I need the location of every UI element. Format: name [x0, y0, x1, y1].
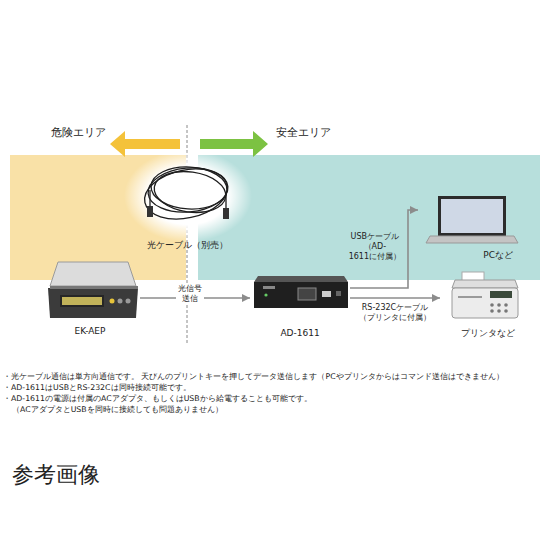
converter-item: AD-1611: [250, 270, 350, 340]
cable-arrow: [350, 297, 440, 299]
safe-area-fill: [198, 155, 540, 280]
note-text: ・AD-1611の電源は付属のACアダプタ、もしくはUSBから給電することも可能…: [3, 394, 312, 403]
device-name: AD-1611: [280, 328, 319, 339]
note-text: ・光ケーブル通信は単方向通信です。 天びんのプリントキーを押してデータ送信します…: [3, 372, 504, 381]
note-text: ・AD-1611はUSBとRS-232Cは同時接続可能です。: [3, 383, 191, 392]
section-heading: 参考画像: [12, 462, 100, 488]
note-text: （ACアダプタとUSBを同時に接続しても問題ありません）: [12, 405, 223, 414]
connector-label: RS-232Cケーブル （プリンタに付属）: [357, 303, 433, 323]
printer-picture: [452, 272, 518, 318]
device-name: プリンタなど: [461, 328, 515, 339]
balance-item: EK-AEP: [40, 258, 140, 338]
device-name: PCなど: [483, 250, 513, 261]
optical-cable-picture: [124, 150, 252, 242]
device-name: 光ケーブル（別売）: [147, 240, 228, 251]
danger-area: 危険エリア: [10, 155, 186, 280]
area-heading: 危険エリア: [51, 126, 106, 140]
converter-picture: [254, 276, 348, 308]
laptop-picture: [426, 196, 518, 243]
balance-picture: [48, 262, 138, 318]
safe-area: 安全エリア: [198, 155, 540, 280]
cable-item: 光ケーブル（別売）: [130, 160, 245, 252]
device-name: EK-AEP: [75, 326, 106, 337]
pc-item: PCなど: [418, 190, 518, 262]
printer-item: プリンタなど: [440, 268, 535, 340]
connector-label: 光信号 送信: [176, 284, 204, 304]
connector-label: USBケーブル （AD-1611に付属）: [347, 232, 403, 262]
area-heading: 安全エリア: [276, 126, 331, 140]
